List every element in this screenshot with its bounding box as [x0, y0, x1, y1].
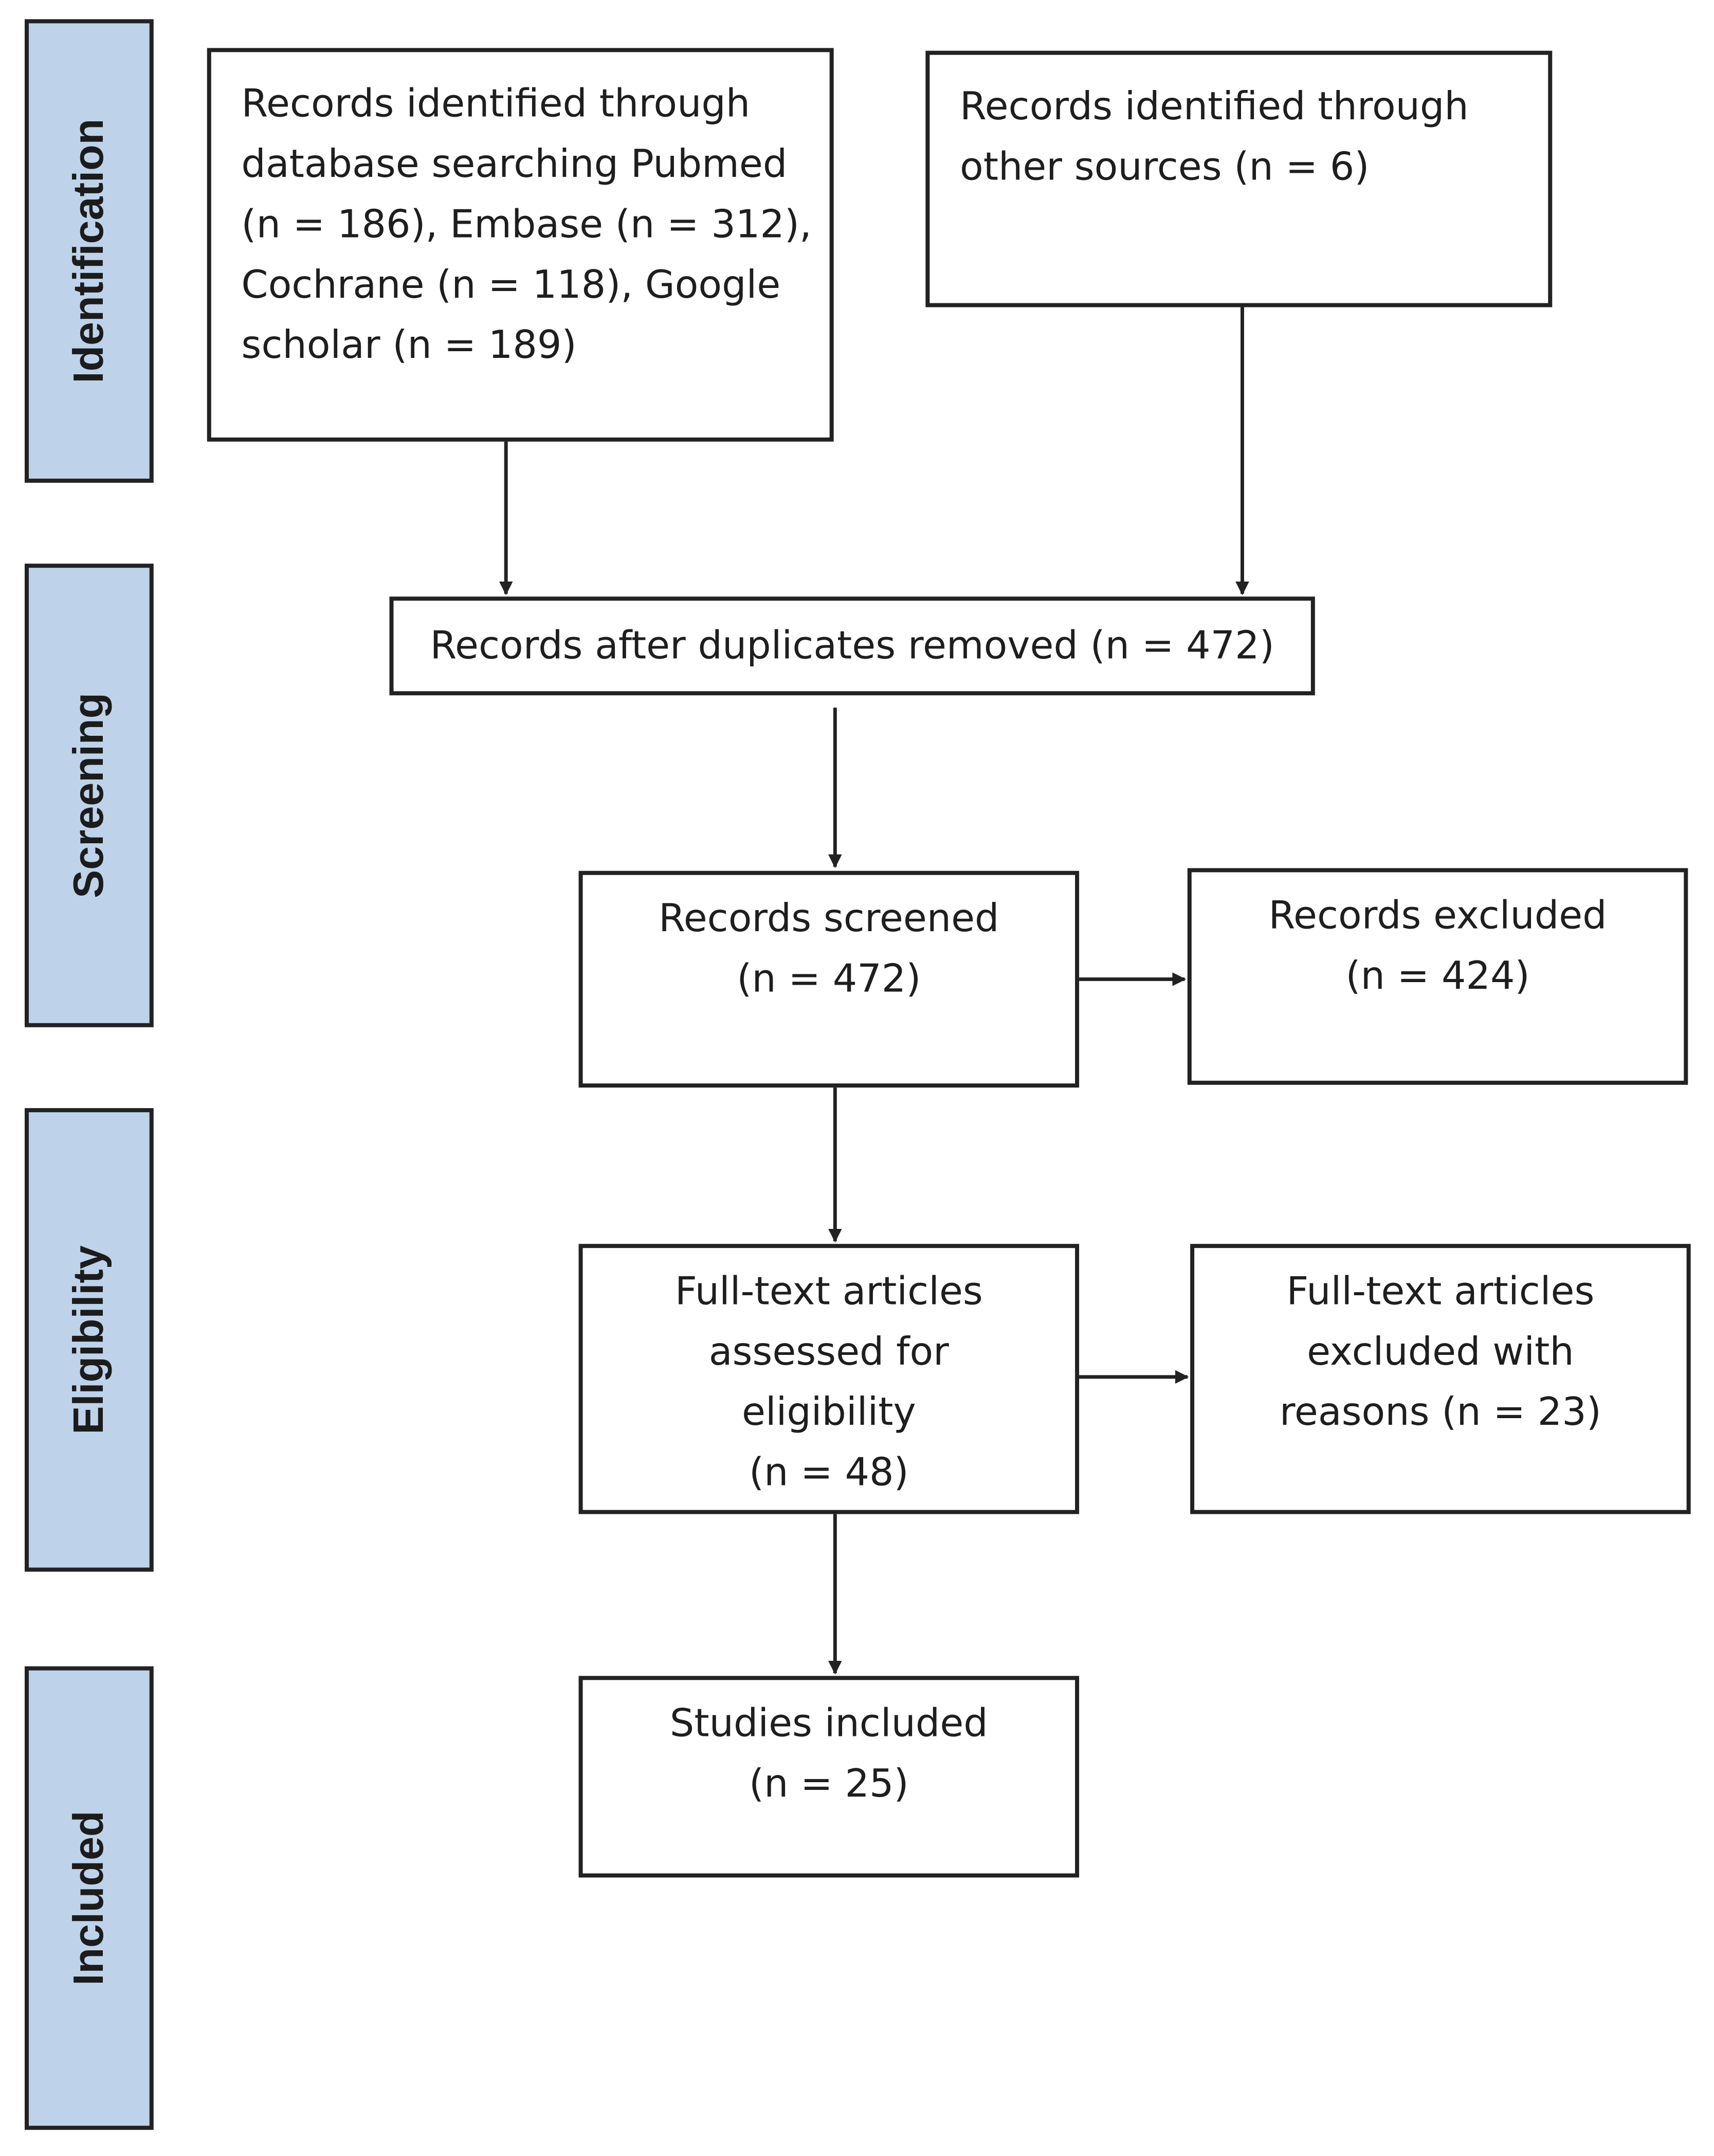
database-search-box: Records identified through database sear… — [207, 48, 834, 442]
records-screened-text: Records screened (n = 472) — [659, 895, 999, 1002]
fulltext-assessed-text: Full-text articles assessed for eligibil… — [674, 1269, 983, 1495]
fulltext-assessed-box: Full-text articles assessed for eligibil… — [578, 1244, 1080, 1514]
records-excluded-box: Records excluded (n = 424) — [1187, 868, 1688, 1085]
fulltext-excluded-text: Full-text articles excluded with reasons… — [1279, 1269, 1601, 1435]
other-sources-text: Records identified through other sources… — [960, 83, 1469, 190]
other-sources-box: Records identified through other sources… — [925, 50, 1553, 307]
records-excluded-text: Records excluded (n = 424) — [1268, 893, 1607, 999]
fulltext-excluded-box: Full-text articles excluded with reasons… — [1190, 1244, 1691, 1514]
phase-included: Included — [25, 1666, 154, 2130]
database-search-text: Records identified through database sear… — [241, 81, 812, 368]
phase-screening: Screening — [25, 564, 154, 1027]
duplicates-removed-box: Records after duplicates removed (n = 47… — [389, 596, 1315, 696]
phase-eligibility: Eligibility — [25, 1108, 154, 1572]
duplicates-removed-text: Records after duplicates removed (n = 47… — [430, 622, 1274, 668]
records-screened-box: Records screened (n = 472) — [578, 871, 1080, 1088]
phase-identification: Identification — [25, 19, 154, 483]
studies-included-box: Studies included (n = 25) — [578, 1676, 1080, 1878]
studies-included-text: Studies included (n = 25) — [669, 1700, 988, 1806]
